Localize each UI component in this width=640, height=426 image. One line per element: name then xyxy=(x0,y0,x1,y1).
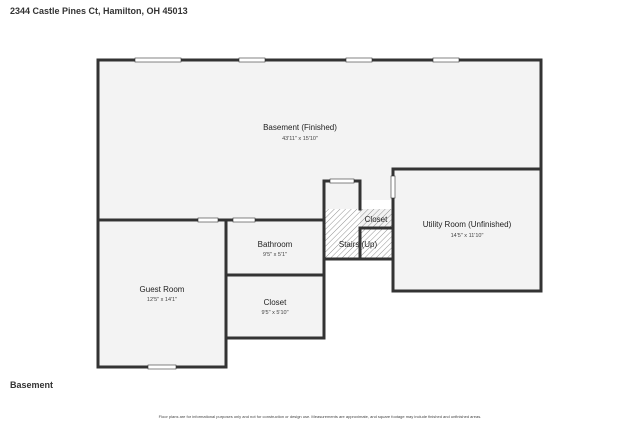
door-opening xyxy=(390,175,396,199)
basement-name: Basement (Finished) xyxy=(263,123,337,132)
guest-floor xyxy=(99,222,225,366)
utility-floor xyxy=(393,169,541,290)
window xyxy=(147,364,177,370)
bathroom-floor xyxy=(227,222,323,274)
floor-fills xyxy=(98,60,541,366)
door-opening xyxy=(329,178,355,184)
window xyxy=(238,57,266,63)
disclaimer-text: Floor plans are for informational purpos… xyxy=(158,414,482,419)
door-opening xyxy=(197,217,219,223)
window xyxy=(345,57,373,63)
property-address: 2344 Castle Pines Ct, Hamilton, OH 45013 xyxy=(10,6,188,16)
stairs-name: Stairs (Up) xyxy=(339,240,378,249)
closet-small-name: Closet xyxy=(365,215,388,224)
window xyxy=(432,57,460,63)
windows xyxy=(134,57,460,370)
level-label: Basement xyxy=(10,380,54,390)
room-labels: Basement (Finished) 43'11" x 15'10" Util… xyxy=(140,123,512,316)
guest-name: Guest Room xyxy=(140,285,185,294)
bathroom-name: Bathroom xyxy=(258,240,293,249)
closet-dims: 9'5" x 5'10" xyxy=(261,310,288,316)
bathroom-dims: 9'5" x 5'1" xyxy=(263,252,287,258)
utility-dims: 14'5" x 11'10" xyxy=(451,233,484,239)
closet-name: Closet xyxy=(264,298,287,307)
utility-name: Utility Room (Unfinished) xyxy=(423,220,512,229)
basement-floor xyxy=(98,60,541,220)
guest-dims: 12'5" x 14'1" xyxy=(147,297,177,303)
basement-dims: 43'11" x 15'10" xyxy=(282,136,318,142)
door-opening xyxy=(232,217,256,223)
stairs-floor-base xyxy=(324,181,360,209)
closet-floor xyxy=(227,276,323,337)
window xyxy=(134,57,182,63)
